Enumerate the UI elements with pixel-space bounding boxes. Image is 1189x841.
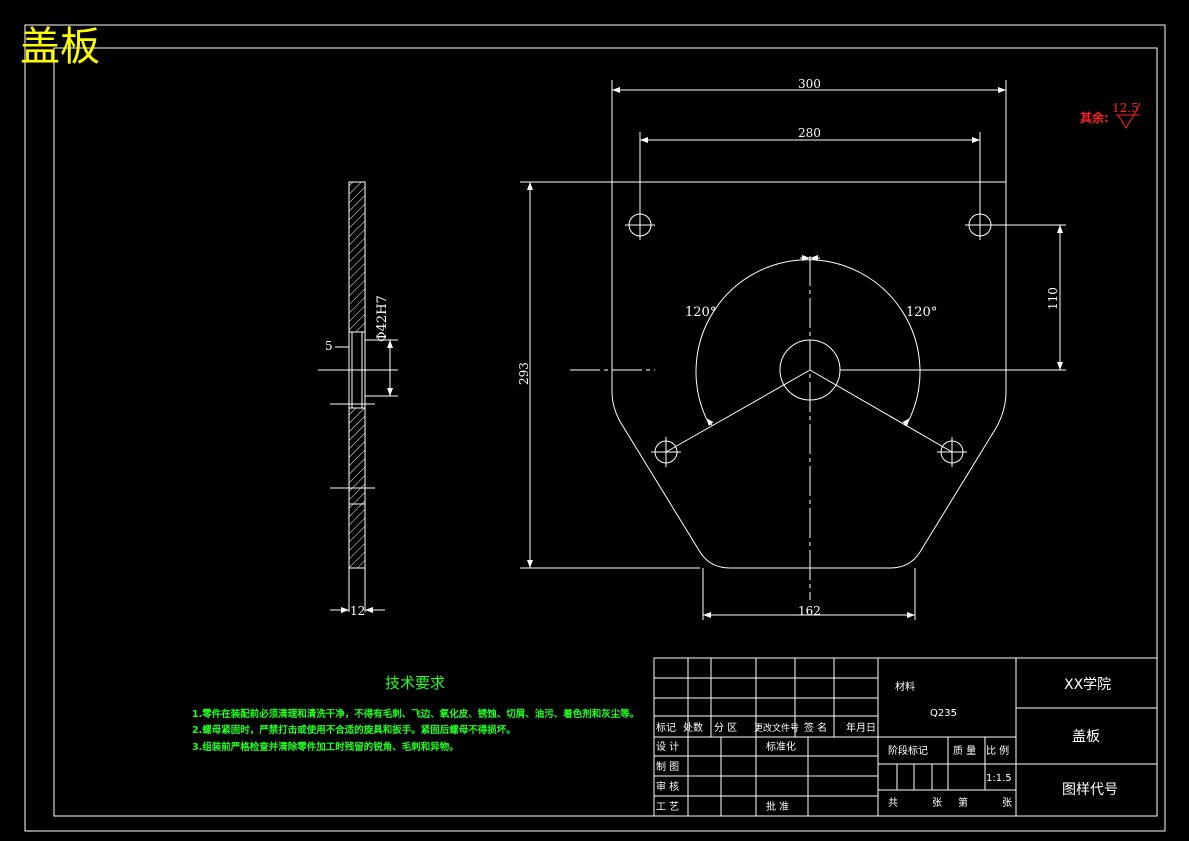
rev-header-date: 年月日 [846,721,876,734]
side-view [318,181,398,613]
dim-upper-offset: 110 [1046,287,1060,310]
boss-arc [695,259,921,419]
material-value: Q235 [930,708,957,719]
rev-header-count: 处数 [683,721,703,734]
tech-requirements: 技术要求 1.零件在装配前必须清理和清洗干净，不得有毛刺、飞边、氧化皮、锈蚀、切… [192,674,639,753]
label-process: 工 艺 [656,801,679,813]
label-sheet-no: 第 [958,796,968,809]
front-view [520,80,1066,620]
inner-frame [53,47,1158,817]
roughness-symbol [1116,102,1141,129]
rev-header-zone: 分 区 [714,722,737,734]
label-mass: 质 量 [953,745,976,757]
label-review: 审 核 [656,780,679,793]
dim-thickness: 12 [350,604,365,618]
label-sheets: 张 [932,797,942,809]
drawing-title: 盖板 [20,24,100,70]
plate-outline [611,181,1007,569]
rev-header-mark: 标记 [656,722,676,734]
angle-left: 120° [685,305,716,320]
label-design: 设 计 [656,740,679,753]
roughness-note: 其余: 12.5 [1080,101,1141,129]
side-section-lower [348,407,366,505]
tech-item-1: 1.零件在装配前必须清理和清洗干净，不得有毛刺、飞边、氧化皮、锈蚀、切屑、油污、… [192,708,639,720]
rev-header-doc: 更改文件号 [754,722,799,734]
label-draw: 制 图 [656,760,679,773]
side-section-upper [348,181,366,333]
dim-small: 5 [325,339,333,353]
dim-hole-spacing: 280 [798,126,821,140]
part-name: 盖板 [1072,729,1100,745]
label-sheet-unit: 张 [1002,797,1012,809]
label-scale: 比 例 [986,744,1009,757]
outer-frame [24,24,1166,832]
tech-heading: 技术要求 [385,674,445,692]
title-block [653,657,1158,817]
dim-overall-width: 300 [798,77,821,91]
tech-item-2: 2.螺母紧固时，严禁打击或使用不合适的旋具和扳手。紧固后螺母不得损坏。 [192,724,516,736]
label-material: 材料 [895,680,915,693]
dim-height: 293 [517,362,531,385]
label-stage: 阶段标记 [888,744,928,757]
label-approve: 批 准 [766,800,789,813]
dim-bottom-width: 162 [798,604,821,618]
drawing-code: 图样代号 [1062,782,1118,798]
title-block-text: 标记 处数 分 区 更改文件号 签 名 年月日 设 计 标准化 制 图 审 核 … [656,677,1118,813]
label-standard: 标准化 [766,740,796,753]
scale-value: 1:1.5 [986,773,1012,784]
dim-bore: Φ42H7 [375,295,390,342]
angle-right: 120° [906,305,937,320]
rev-header-sign: 签 名 [804,721,827,734]
roughness-label: 其余: [1080,110,1109,125]
label-total: 共 [888,797,898,809]
tech-item-3: 3.组装前严格检查并清除零件加工时残留的锐角、毛刺和异物。 [192,741,459,753]
school-name: XX学院 [1064,677,1111,693]
roughness-value: 12.5 [1112,101,1139,115]
side-section-bottom [348,503,366,569]
